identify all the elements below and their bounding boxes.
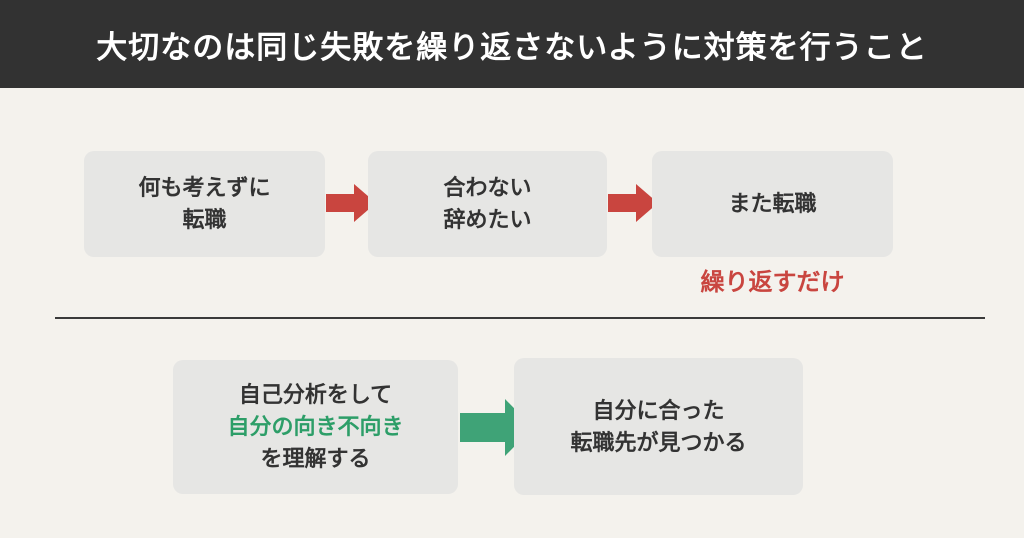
- step-box-line: 辞めたい: [443, 207, 532, 232]
- step-box-thoughtless-job-change: 何も考えずに 転職: [84, 151, 325, 257]
- section-divider: [55, 317, 985, 319]
- step-box-suitable-job-found: 自分に合った 転職先が見つかる: [514, 358, 803, 495]
- header-banner: 大切なのは同じ失敗を繰り返さないように対策を行うこと: [0, 0, 1024, 88]
- step-box-line: 転職: [182, 207, 227, 232]
- step-box-line: 合わない: [443, 175, 532, 201]
- step-box-line: 自己分析をして: [238, 382, 393, 408]
- step-box-line: を理解する: [260, 445, 371, 471]
- step-box-line-highlight: 自分の向き不向き: [227, 414, 404, 440]
- step-box-self-analysis: 自己分析をして 自分の向き不向き を理解する: [173, 360, 458, 494]
- repeat-only-note: 繰り返すだけ: [700, 268, 845, 296]
- red-arrow-right-icon: [326, 184, 376, 222]
- step-box-line: 何も考えずに: [138, 175, 271, 201]
- step-box-job-change-again: また転職: [652, 151, 893, 257]
- page-title: 大切なのは同じ失敗を繰り返さないように対策を行うこと: [96, 29, 928, 65]
- red-arrow-right-icon: [608, 184, 658, 222]
- step-box-does-not-fit: 合わない 辞めたい: [368, 151, 607, 257]
- step-box-line: 自分に合った: [592, 397, 725, 423]
- step-box-line: 転職先が見つかる: [570, 429, 747, 455]
- step-box-line: また転職: [728, 191, 817, 217]
